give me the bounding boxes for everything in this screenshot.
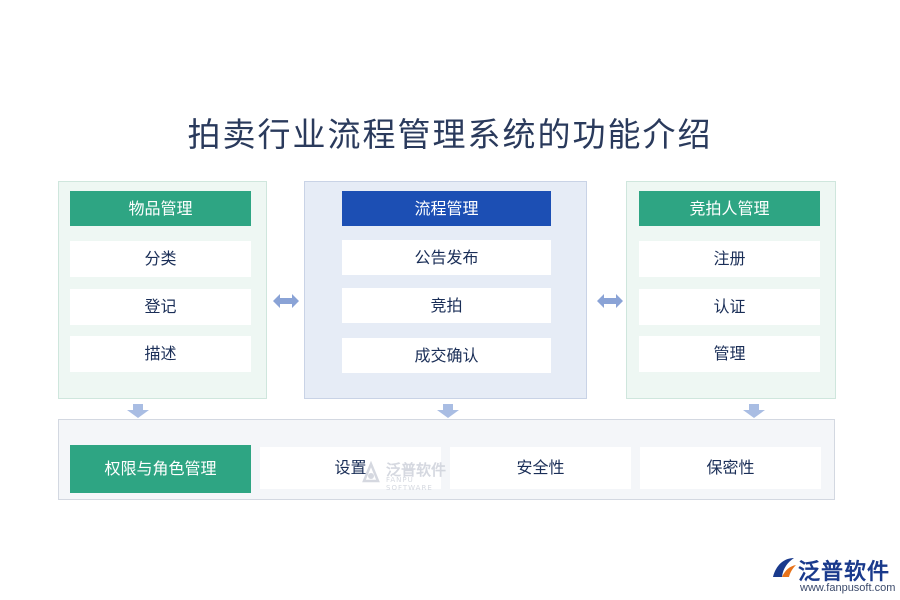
page-title: 拍卖行业流程管理系统的功能介绍 [187, 115, 713, 154]
item-settings: 设置 [260, 447, 441, 489]
fanpu-logo: 泛普软件 www.fanpusoft.com [770, 554, 895, 598]
double-arrow-icon-right [597, 294, 623, 308]
item-management-header: 物品管理 [70, 191, 251, 226]
item-confidentiality: 保密性 [640, 447, 821, 489]
logo-url: www.fanpusoft.com [800, 582, 896, 594]
item-security: 安全性 [450, 447, 631, 489]
watermark: 泛普软件 FANPU SOFTWARE [360, 459, 460, 492]
item-register: 登记 [70, 289, 251, 325]
fanpu-logo-icon [773, 558, 796, 577]
item-management: 管理 [639, 336, 820, 372]
down-arrow-icon-right [743, 404, 765, 418]
down-arrow-icon-middle [437, 404, 459, 418]
item-authentication: 认证 [639, 289, 820, 325]
bidder-management-header: 竞拍人管理 [639, 191, 820, 226]
watermark-brand: 泛普软件 [386, 461, 447, 479]
permission-role-header: 权限与角色管理 [70, 445, 251, 493]
double-arrow-icon-left [273, 294, 299, 308]
fanpu-watermark-icon [362, 461, 380, 483]
item-announcement: 公告发布 [342, 240, 551, 275]
down-arrow-icon-left [127, 404, 149, 418]
watermark-sub: FANPU SOFTWARE [386, 476, 433, 492]
item-bidding: 竞拍 [342, 288, 551, 323]
process-management-header: 流程管理 [342, 191, 551, 226]
item-deal-confirm: 成交确认 [342, 338, 551, 373]
logo-brand: 泛普软件 [798, 560, 891, 585]
item-category: 分类 [70, 241, 251, 277]
item-description: 描述 [70, 336, 251, 372]
item-registration: 注册 [639, 241, 820, 277]
